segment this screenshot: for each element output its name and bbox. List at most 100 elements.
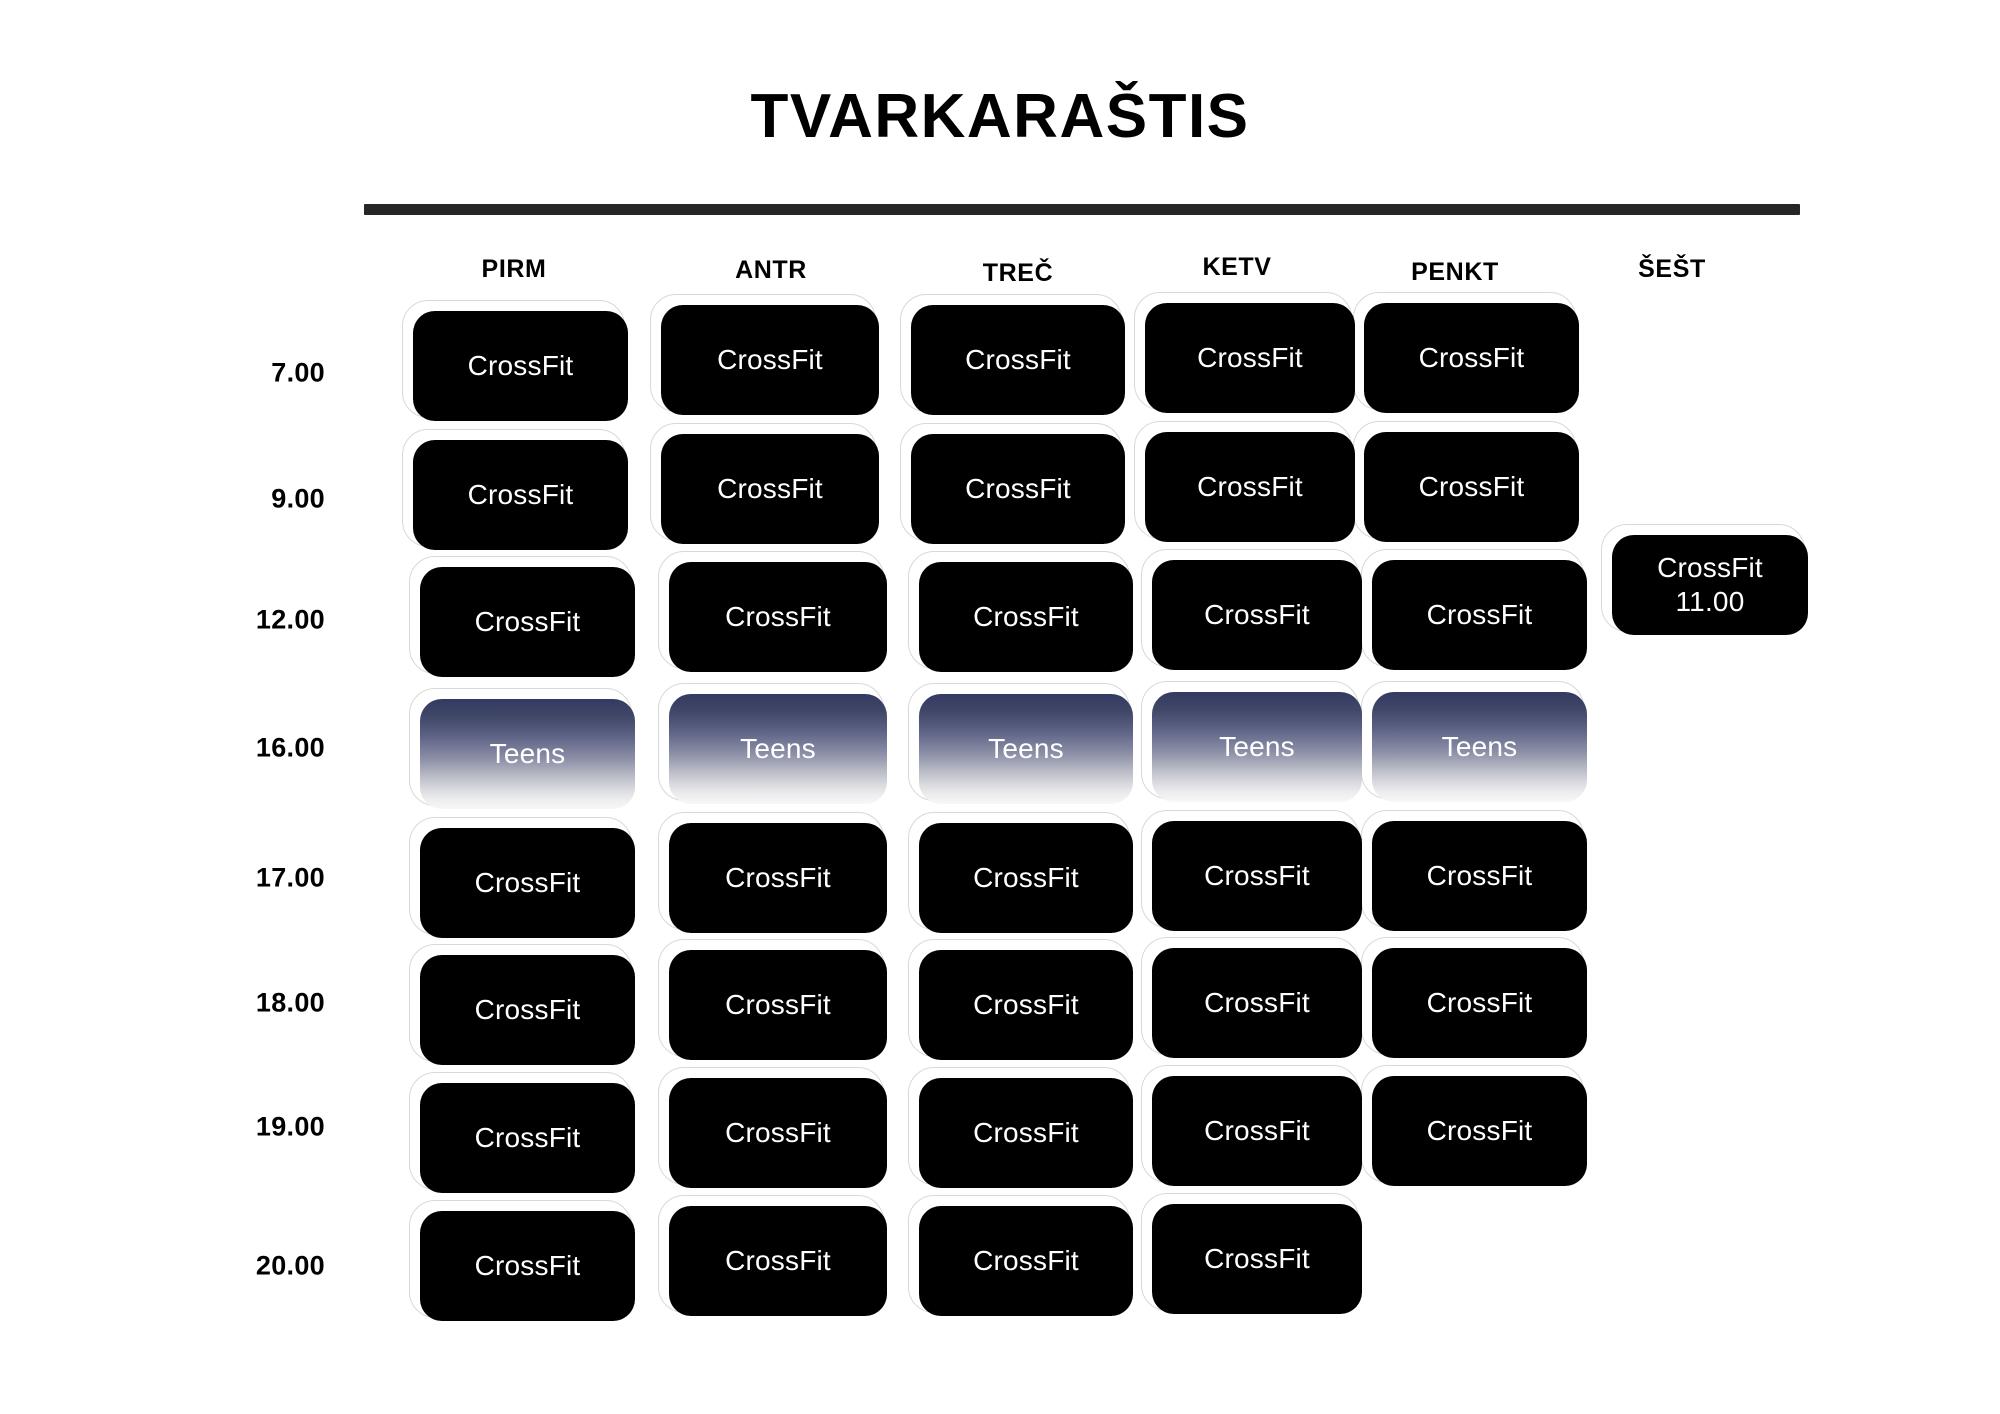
page-title: TVARKARAŠTIS bbox=[750, 81, 1250, 151]
class-pill-ketv-19-00-crossfit[interactable]: CrossFit bbox=[1141, 1065, 1362, 1186]
class-pill-penkt-12-00-crossfit[interactable]: CrossFit bbox=[1361, 549, 1587, 670]
pill-background bbox=[1372, 1076, 1587, 1186]
pill-background bbox=[669, 823, 887, 933]
class-pill-label: CrossFit bbox=[725, 1116, 831, 1148]
class-pill-label: Teens bbox=[1441, 730, 1518, 762]
class-pill-pirm-9-00-crossfit[interactable]: CrossFit bbox=[402, 429, 628, 550]
class-pill-label: CrossFit bbox=[474, 1249, 581, 1281]
class-pill-antr-19-00-crossfit[interactable]: CrossFit bbox=[658, 1067, 887, 1188]
class-pill-penkt-19-00-crossfit[interactable]: CrossFit bbox=[1361, 1065, 1587, 1186]
class-pill-antr-18-00-crossfit[interactable]: CrossFit bbox=[658, 939, 887, 1060]
pill-background bbox=[669, 950, 887, 1060]
pill-background bbox=[420, 1083, 635, 1193]
class-pill-penkt-17-00-crossfit[interactable]: CrossFit bbox=[1361, 810, 1587, 931]
class-pill-trec-18-00-crossfit[interactable]: CrossFit bbox=[908, 939, 1133, 1060]
class-pill-label: CrossFit bbox=[1418, 470, 1525, 502]
class-pill-label: CrossFit bbox=[467, 478, 574, 510]
class-pill-penkt-18-00-crossfit[interactable]: CrossFit bbox=[1361, 937, 1587, 1058]
time-label-18-00: 18.00 bbox=[255, 987, 325, 1018]
class-pill-trec-17-00-crossfit[interactable]: CrossFit bbox=[908, 812, 1133, 933]
class-pill-penkt-7-00-crossfit[interactable]: CrossFit bbox=[1353, 292, 1579, 413]
class-pill-ketv-16-00-teens[interactable]: Teens bbox=[1141, 681, 1362, 802]
pill-background bbox=[919, 823, 1133, 933]
class-pill-label: CrossFit bbox=[1204, 1114, 1310, 1146]
pill-background bbox=[1372, 692, 1587, 802]
class-pill-label: CrossFit bbox=[1204, 1242, 1310, 1274]
day-header-sest: ŠEŠT bbox=[1638, 255, 1706, 283]
class-pill-label: CrossFit bbox=[467, 349, 574, 381]
class-pill-label: CrossFit bbox=[1204, 859, 1310, 891]
class-pill-trec-19-00-crossfit[interactable]: CrossFit bbox=[908, 1067, 1133, 1188]
pill-background bbox=[1364, 432, 1579, 542]
class-pill-ketv-17-00-crossfit[interactable]: CrossFit bbox=[1141, 810, 1362, 931]
class-pill-label: CrossFit bbox=[1197, 470, 1303, 502]
pill-background bbox=[420, 1211, 635, 1321]
pill-background bbox=[919, 1078, 1133, 1188]
class-pill-pirm-17-00-crossfit[interactable]: CrossFit bbox=[409, 817, 635, 938]
class-pill-ketv-9-00-crossfit[interactable]: CrossFit bbox=[1134, 421, 1355, 542]
pill-background bbox=[420, 567, 635, 677]
class-pill-label: CrossFit bbox=[717, 343, 823, 375]
class-pill-ketv-18-00-crossfit[interactable]: CrossFit bbox=[1141, 937, 1362, 1058]
class-pill-trec-7-00-crossfit[interactable]: CrossFit bbox=[900, 294, 1125, 415]
day-header-trec: TREČ bbox=[982, 259, 1054, 287]
pill-background bbox=[1364, 303, 1579, 413]
class-pill-ketv-7-00-crossfit[interactable]: CrossFit bbox=[1134, 292, 1355, 413]
class-pill-pirm-19-00-crossfit[interactable]: CrossFit bbox=[409, 1072, 635, 1193]
class-pill-label: Teens bbox=[489, 737, 566, 769]
header-divider-rule bbox=[364, 204, 1800, 215]
class-pill-label: CrossFit bbox=[1204, 598, 1310, 630]
class-pill-penkt-9-00-crossfit[interactable]: CrossFit bbox=[1353, 421, 1579, 542]
pill-background bbox=[1152, 948, 1362, 1058]
pill-background bbox=[1145, 303, 1355, 413]
class-pill-antr-9-00-crossfit[interactable]: CrossFit bbox=[650, 423, 879, 544]
time-label-16-00: 16.00 bbox=[255, 732, 325, 763]
pill-background bbox=[1152, 1204, 1362, 1314]
class-pill-trec-20-00-crossfit[interactable]: CrossFit bbox=[908, 1195, 1133, 1316]
pill-background bbox=[919, 950, 1133, 1060]
class-pill-label: CrossFit bbox=[725, 1244, 831, 1276]
class-pill-label: CrossFit bbox=[474, 866, 581, 898]
time-label-17-00: 17.00 bbox=[255, 862, 325, 893]
pill-background bbox=[1372, 821, 1587, 931]
class-pill-pirm-7-00-crossfit[interactable]: CrossFit bbox=[402, 300, 628, 421]
class-pill-label: CrossFit bbox=[474, 605, 581, 637]
class-pill-label: CrossFit bbox=[973, 600, 1079, 632]
class-pill-trec-9-00-crossfit[interactable]: CrossFit bbox=[900, 423, 1125, 544]
pill-background bbox=[661, 305, 879, 415]
class-pill-label: CrossFit bbox=[474, 993, 581, 1025]
class-pill-trec-12-00-crossfit[interactable]: CrossFit bbox=[908, 551, 1133, 672]
class-pill-pirm-16-00-teens[interactable]: Teens bbox=[409, 688, 635, 809]
class-pill-antr-16-00-teens[interactable]: Teens bbox=[658, 683, 887, 804]
class-pill-antr-12-00-crossfit[interactable]: CrossFit bbox=[658, 551, 887, 672]
pill-background bbox=[669, 1206, 887, 1316]
pill-background bbox=[669, 694, 887, 804]
class-pill-antr-17-00-crossfit[interactable]: CrossFit bbox=[658, 812, 887, 933]
class-pill-label: CrossFit bbox=[1418, 341, 1525, 373]
pill-background bbox=[420, 955, 635, 1065]
pill-background bbox=[1612, 535, 1808, 635]
day-header-antr: ANTR bbox=[735, 256, 807, 284]
class-pill-trec-16-00-teens[interactable]: Teens bbox=[908, 683, 1133, 804]
class-pill-pirm-12-00-crossfit[interactable]: CrossFit bbox=[409, 556, 635, 677]
class-pill-label: CrossFit bbox=[973, 861, 1079, 893]
class-pill-label: Teens bbox=[988, 732, 1064, 764]
class-pill-antr-7-00-crossfit[interactable]: CrossFit bbox=[650, 294, 879, 415]
pill-background bbox=[1152, 560, 1362, 670]
class-pill-ketv-12-00-crossfit[interactable]: CrossFit bbox=[1141, 549, 1362, 670]
class-pill-penkt-16-00-teens[interactable]: Teens bbox=[1361, 681, 1587, 802]
class-pill-label: CrossFit bbox=[725, 988, 831, 1020]
time-label-20-00: 20.00 bbox=[255, 1250, 325, 1281]
class-pill-pirm-18-00-crossfit[interactable]: CrossFit bbox=[409, 944, 635, 1065]
class-pill-antr-20-00-crossfit[interactable]: CrossFit bbox=[658, 1195, 887, 1316]
class-pill-pirm-20-00-crossfit[interactable]: CrossFit bbox=[409, 1200, 635, 1321]
pill-background bbox=[1372, 560, 1587, 670]
class-pill-ketv-20-00-crossfit[interactable]: CrossFit bbox=[1141, 1193, 1362, 1314]
class-pill-label: CrossFit bbox=[965, 343, 1071, 375]
time-label-7-00: 7.00 bbox=[271, 357, 325, 388]
class-pill-label: CrossFit bbox=[1197, 341, 1303, 373]
pill-background bbox=[911, 434, 1125, 544]
